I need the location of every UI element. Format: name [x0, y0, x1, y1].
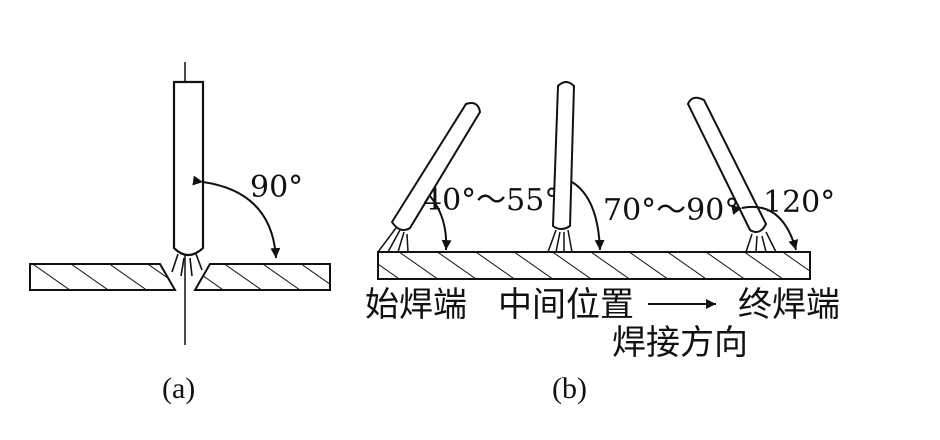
base-plate: [377, 251, 811, 280]
angle-label-90: 90°: [250, 170, 303, 205]
angle-label-end: 120°: [763, 185, 835, 220]
caption-a: (a): [162, 372, 195, 405]
angle-label-start: 40°～55°: [423, 183, 559, 218]
electrode-end: [686, 96, 777, 253]
label-middle-position: 中间位置: [498, 285, 634, 325]
caption-b: (b): [552, 372, 587, 405]
arc-sparks: [171, 253, 203, 277]
angle-arc-middle: [571, 181, 605, 251]
label-finish-end: 终焊端: [738, 285, 840, 325]
electrode-vertical: [172, 80, 205, 257]
left-plate: [29, 263, 177, 291]
electrode-middle: [547, 81, 576, 253]
panel-a: 90° (a): [29, 62, 331, 405]
angle-label-middle: 70°～90°: [603, 193, 739, 228]
angle-arc-start: [429, 195, 452, 251]
electrode-start: [377, 102, 482, 253]
right-plate: [193, 263, 331, 291]
panel-b: 40°～55° 70°～90° 120° 始焊端 中间位置 终焊端 焊接方向 (…: [365, 81, 840, 405]
angle-arc-end: [731, 205, 799, 251]
angle-arc-90: [192, 175, 281, 259]
label-welding-direction: 焊接方向: [612, 323, 748, 363]
label-start-end: 始焊端: [365, 285, 467, 325]
